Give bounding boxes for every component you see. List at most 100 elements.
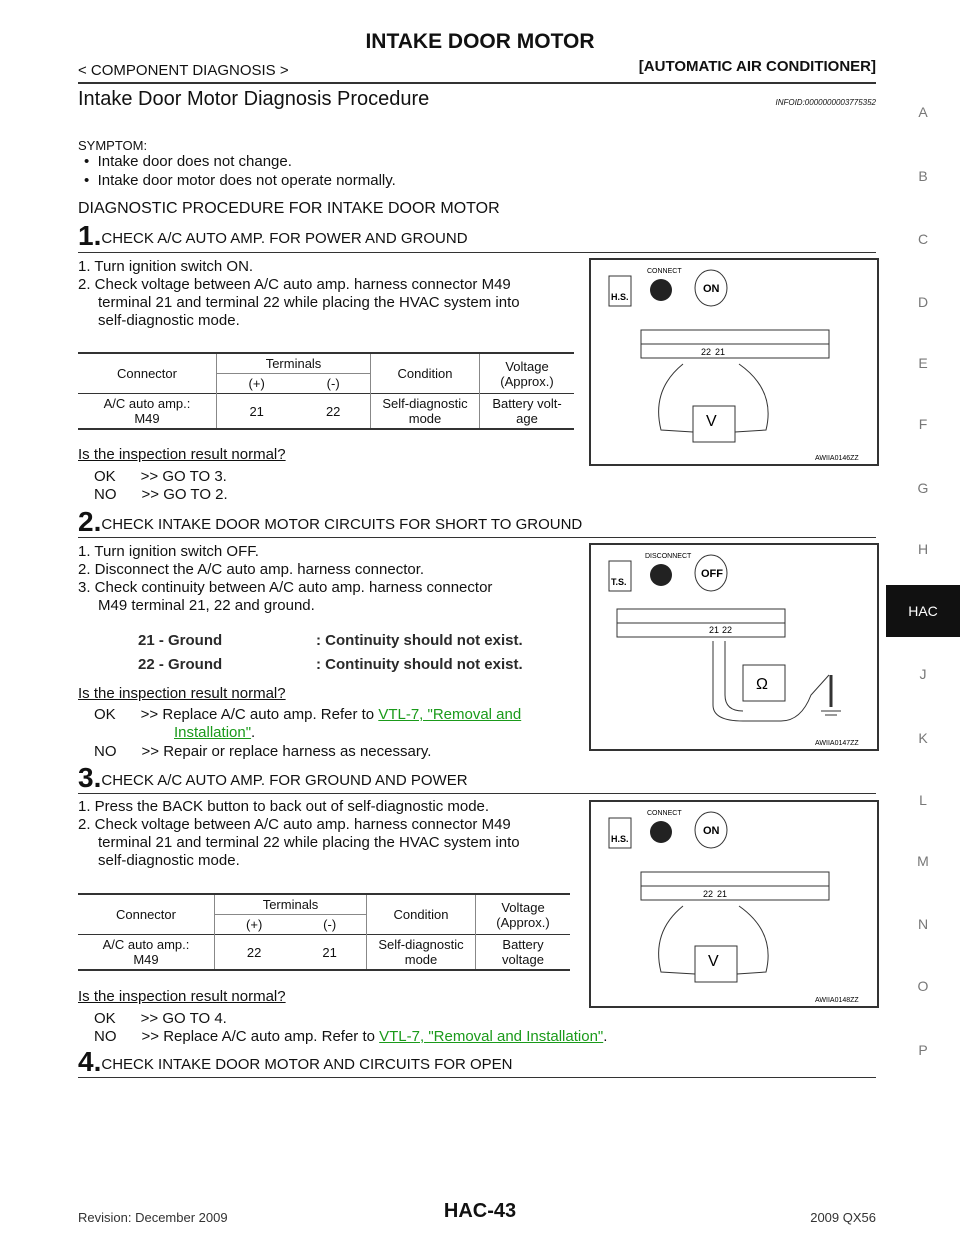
svg-text:DISCONNECT: DISCONNECT (645, 553, 692, 560)
cell-plus: 21 (216, 393, 297, 430)
ohmmeter-icon: Ω (742, 664, 786, 702)
sidebar-index-l[interactable]: L (919, 792, 927, 808)
step-1-instruction: self-diagnostic mode. (98, 312, 240, 329)
step-1-question: Is the inspection result normal? (78, 446, 286, 463)
svg-text:OFF: OFF (701, 568, 723, 580)
sidebar-index-a[interactable]: A (918, 104, 928, 120)
hs-icon: H.S. (608, 817, 632, 849)
step-1-no: NO >> GO TO 2. (94, 486, 228, 503)
sidebar-index-e[interactable]: E (918, 355, 928, 371)
cell-plus: 22 (214, 934, 294, 971)
continuity-spec-1: 21 - Ground (138, 632, 223, 649)
step-1-heading: 1.CHECK A/C AUTO AMP. FOR POWER AND GROU… (78, 220, 468, 251)
continuity-check-diagram: T.S. DISCONNECT OFF 21 22 Ω AWIIA0147ZZ (608, 553, 859, 747)
sidebar-index-k[interactable]: K (918, 730, 928, 746)
figure-voltage-check-2: H.S. CONNECT ON 22 21 V AWIIA0148ZZ (589, 800, 879, 1008)
sidebar-index-j[interactable]: J (919, 666, 927, 682)
ignition-key-icon: OFF (694, 554, 728, 592)
step-3-heading: 3.CHECK A/C AUTO AMP. FOR GROUND AND POW… (78, 762, 468, 793)
step-2-no: NO >> Repair or replace harness as neces… (94, 743, 432, 760)
step-2-ok: OK >> Replace A/C auto amp. Refer to VTL… (94, 706, 522, 723)
breadcrumb: < COMPONENT DIAGNOSIS > (78, 62, 289, 79)
col-terminals: Terminals (216, 352, 371, 374)
footer-model: 2009 QX56 (810, 1210, 876, 1225)
sidebar-index-b[interactable]: B (918, 168, 928, 184)
step-3-instruction: terminal 21 and terminal 22 while placin… (98, 834, 520, 851)
sidebar-index-m[interactable]: M (917, 853, 929, 869)
procedure-title: DIAGNOSTIC PROCEDURE FOR INTAKE DOOR MOT… (78, 200, 500, 217)
svg-text:V: V (706, 413, 717, 430)
symptom-item: • Intake door does not change. (84, 153, 292, 170)
step-1-instruction: 1. Turn ignition switch ON. (78, 258, 254, 275)
harness-connector (616, 608, 786, 638)
svg-text:Ω: Ω (756, 676, 768, 693)
sidebar-index-n[interactable]: N (917, 916, 929, 932)
sidebar-index-d[interactable]: D (917, 294, 929, 310)
cell-voltage: Battery volt-age (479, 393, 574, 430)
step-2-ok-cont: Installation". (174, 724, 256, 741)
link-removal-installation[interactable]: VTL-7, "Removal and (378, 706, 522, 723)
svg-text:21: 21 (717, 889, 727, 899)
sidebar-index-p[interactable]: P (918, 1042, 928, 1058)
cell-minus: 21 (293, 934, 367, 971)
svg-text:T.S.: T.S. (611, 577, 627, 587)
step-2-heading: 2.CHECK INTAKE DOOR MOTOR CIRCUITS FOR S… (78, 506, 583, 537)
cell-connector: A/C auto amp.:M49 (78, 934, 215, 971)
header-divider (78, 82, 876, 84)
step-1-voltage-table: Connector Terminals Condition Voltage(Ap… (78, 352, 574, 430)
step-1-instruction: terminal 21 and terminal 22 while placin… (98, 294, 520, 311)
step-3-instruction: 1. Press the BACK button to back out of … (78, 798, 490, 815)
figure-continuity-check: T.S. DISCONNECT OFF 21 22 Ω AWIIA0147ZZ (589, 543, 879, 751)
footer-revision: Revision: December 2009 (78, 1210, 228, 1225)
ground-icon (821, 675, 841, 716)
step-3-instruction: self-diagnostic mode. (98, 852, 240, 869)
col-voltage: Voltage(Approx.) (479, 352, 574, 394)
col-condition: Condition (366, 893, 476, 935)
step-1-instruction: 2. Check voltage between A/C auto amp. h… (78, 276, 511, 293)
connector-icon (650, 821, 672, 843)
sidebar-index-o[interactable]: O (917, 978, 929, 994)
figure-caption: AWIIA0148ZZ (815, 997, 859, 1004)
svg-text:22: 22 (703, 889, 713, 899)
voltmeter-icon: V (694, 945, 738, 983)
col-plus: (+) (214, 914, 294, 935)
col-plus: (+) (216, 373, 297, 394)
sidebar-index-hac[interactable]: HAC (886, 585, 960, 637)
step-divider (78, 1077, 876, 1078)
voltmeter-icon: V (692, 405, 736, 443)
sidebar-index-c[interactable]: C (917, 231, 929, 247)
symptom-item: • Intake door motor does not operate nor… (84, 172, 396, 189)
sidebar-index-g[interactable]: G (917, 480, 929, 496)
continuity-spec-2-result: : Continuity should not exist. (316, 656, 523, 673)
svg-text:CONNECT: CONNECT (647, 810, 682, 817)
sidebar-index-h[interactable]: H (917, 541, 929, 557)
svg-text:H.S.: H.S. (611, 834, 629, 844)
harness-connector (640, 871, 830, 901)
svg-text:21: 21 (709, 625, 719, 635)
col-minus: (-) (293, 914, 367, 935)
step-4-heading: 4.CHECK INTAKE DOOR MOTOR AND CIRCUITS F… (78, 1046, 513, 1077)
figure-caption: AWIIA0146ZZ (815, 455, 859, 462)
svg-text:V: V (708, 953, 719, 970)
connector-icon (650, 279, 672, 301)
link-removal-and-installation[interactable]: VTL-7, "Removal and Installation" (379, 1028, 604, 1045)
step-3-voltage-table: Connector Terminals Condition Voltage(Ap… (78, 893, 570, 971)
ignition-key-icon: ON (694, 811, 728, 849)
harness-connector (640, 329, 830, 359)
step-divider (78, 793, 876, 794)
col-connector: Connector (78, 352, 217, 394)
step-2-instruction: 3. Check continuity between A/C auto amp… (78, 579, 493, 596)
svg-text:22: 22 (722, 625, 732, 635)
svg-text:ON: ON (703, 825, 720, 837)
step-3-question: Is the inspection result normal? (78, 988, 286, 1005)
page-number: HAC-43 (443, 1200, 517, 1222)
step-3-no: NO >> Replace A/C auto amp. Refer to VTL… (94, 1028, 608, 1045)
step-2-instruction: 2. Disconnect the A/C auto amp. harness … (78, 561, 425, 578)
sidebar-index-f[interactable]: F (918, 416, 928, 432)
link-installation[interactable]: Installation" (174, 724, 252, 741)
step-3-instruction: 2. Check voltage between A/C auto amp. h… (78, 816, 511, 833)
step-3-ok: OK >> GO TO 4. (94, 1010, 227, 1027)
